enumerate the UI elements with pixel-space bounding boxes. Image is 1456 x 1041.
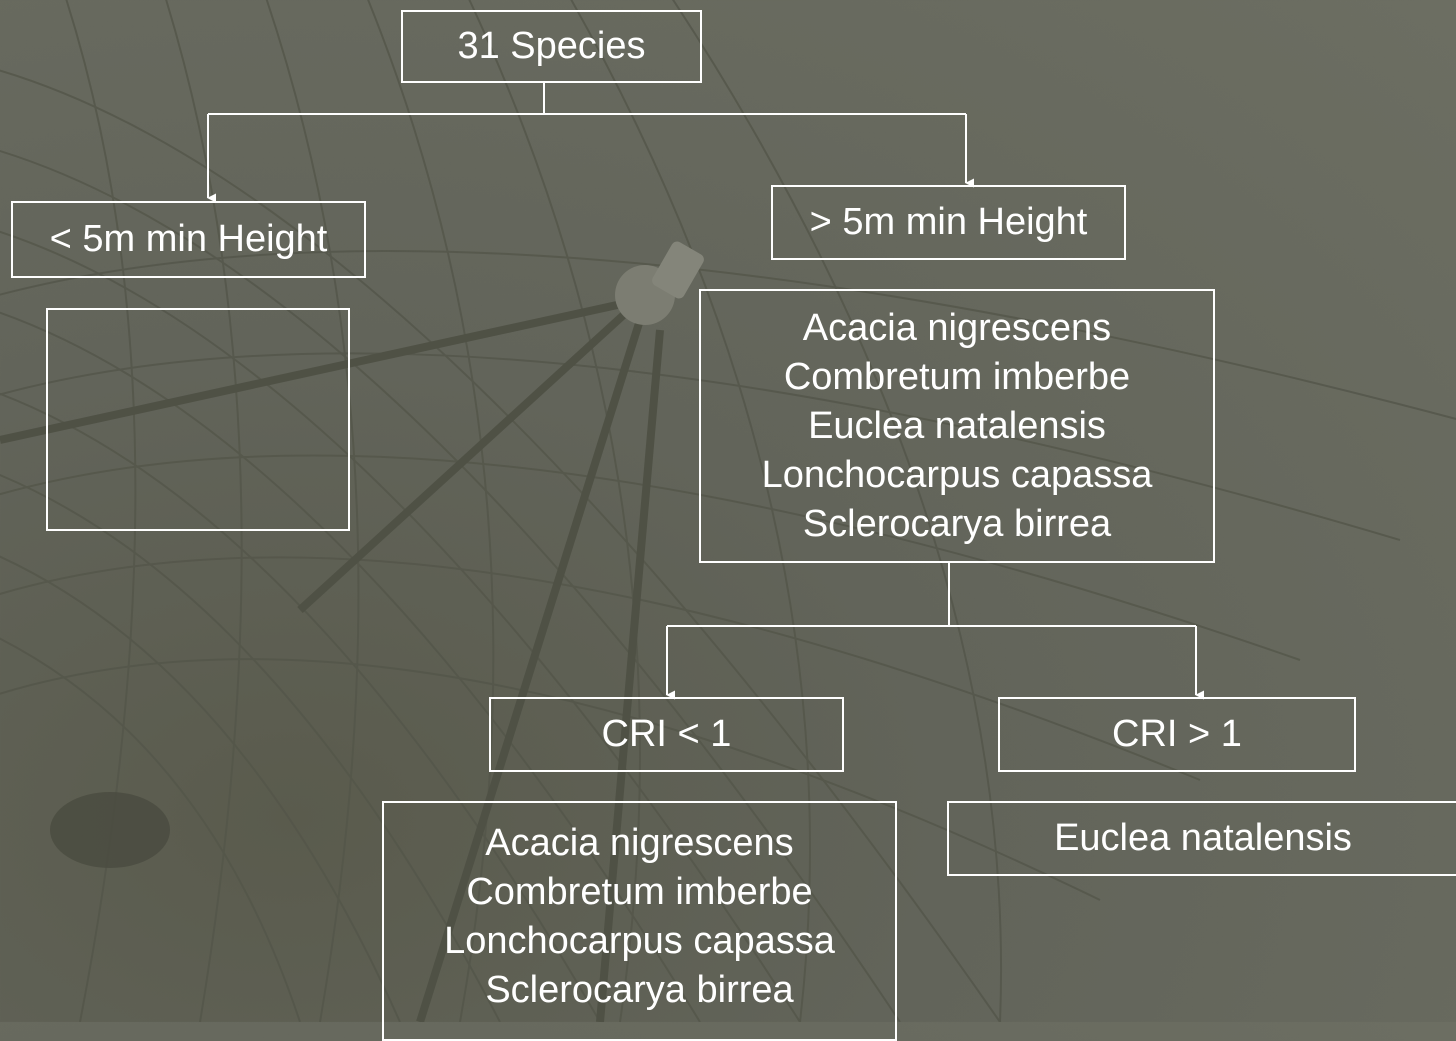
root-node: 31 Species: [401, 10, 702, 83]
satellite-icon: [615, 241, 704, 325]
species-name: Lonchocarpus capassa: [761, 453, 1153, 496]
high-height-label: > 5m min Height: [809, 201, 1088, 243]
species-name: Combretum imberbe: [783, 355, 1131, 398]
cri-low-node: CRI < 1: [489, 697, 844, 772]
high-height-node: > 5m min Height: [771, 185, 1126, 260]
cri-high-label: CRI > 1: [1112, 713, 1242, 755]
low-height-label: < 5m min Height: [49, 218, 328, 260]
species-name: Euclea natalensis: [808, 404, 1106, 447]
cri-high-node: CRI > 1: [998, 697, 1356, 772]
cri-low-label: CRI < 1: [601, 713, 732, 755]
root-label: 31 Species: [457, 25, 646, 67]
species-name: Euclea natalensis: [1054, 817, 1352, 859]
species-name: Combretum imberbe: [466, 871, 813, 913]
low-height-species-box: [46, 308, 350, 531]
species-name: Sclerocarya birrea: [485, 969, 794, 1011]
species-name: Sclerocarya birrea: [802, 502, 1112, 545]
cri-high-species-box: Euclea natalensis: [947, 801, 1456, 876]
species-name: Acacia nigrescens: [802, 306, 1112, 349]
species-name: Lonchocarpus capassa: [444, 920, 835, 962]
low-height-node: < 5m min Height: [11, 201, 366, 278]
species-list: Euclea natalensis: [1054, 814, 1352, 863]
species-name: Acacia nigrescens: [485, 822, 794, 864]
